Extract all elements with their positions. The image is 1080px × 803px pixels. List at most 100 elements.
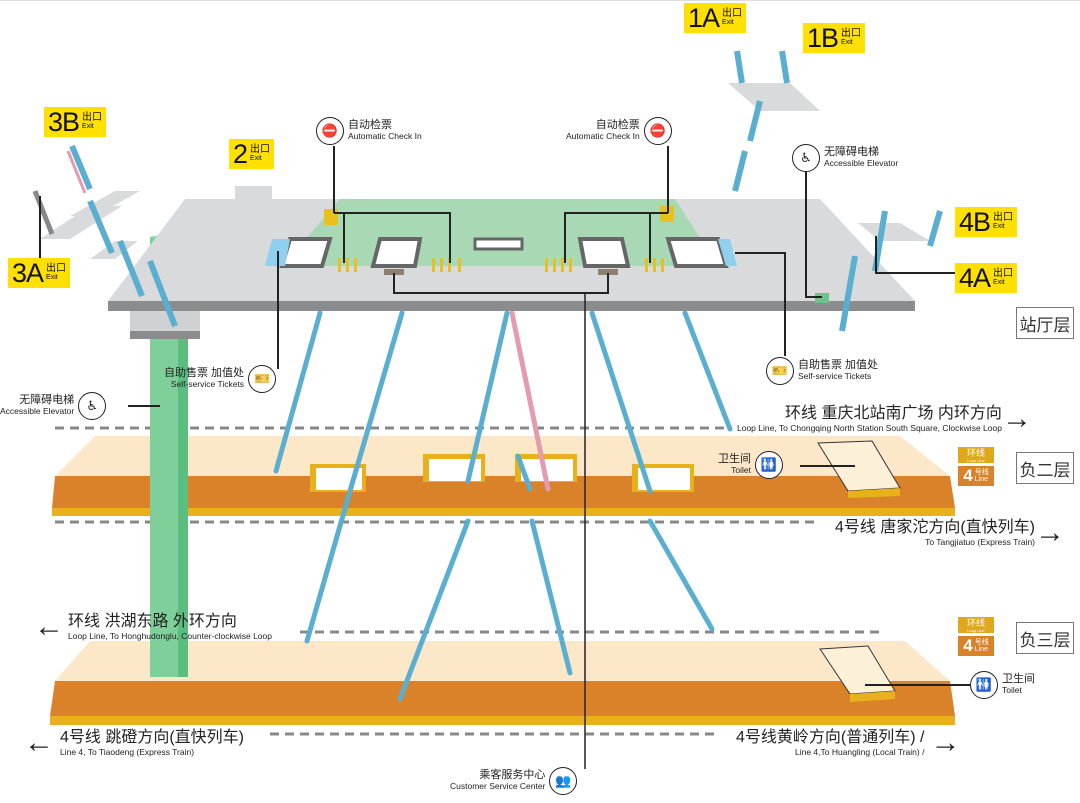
direction-en: Line 4, To Tiaodeng (Express Train) [60,747,195,757]
accessible-elevator-icon: ♿ [792,144,820,172]
direction-zh: 环线 洪湖东路 外环方向 [68,613,237,630]
escalator [397,518,471,702]
exit-1-4-stairs [728,50,943,332]
facility-zh: 无障碍电梯 [19,394,75,406]
direction-b3-line4-tiaodeng[interactable]: ← 4号线 跳磴方向(直快列车)Line 4, To Tiaodeng (Exp… [24,728,244,758]
facility-zh: 无障碍电梯 [824,146,879,158]
facility-en: Accessible Elevator [0,406,75,416]
leader-lines [39,146,972,769]
exit-3-stairs [32,144,178,328]
exit-en: Exit [993,279,1005,286]
escalator [515,453,533,492]
escalator [589,310,653,494]
loop-en: Loop Line [967,458,985,463]
arrow-right-icon: → [930,726,961,759]
concourse-step-edge [130,331,200,339]
escalator [734,50,745,84]
exit-en: Exit [250,155,262,162]
escalator [347,310,405,494]
ticket-gates [324,206,674,272]
escalator [529,518,573,676]
exit-number: 4A [959,263,991,293]
escalators-vertical [273,310,733,702]
exit-en: Exit [841,39,853,46]
platform-b2-top [55,436,950,476]
line4-num: 4 [963,466,973,485]
direction-en: Loop Line, To Honghudonglu, Counter-cloc… [68,631,272,641]
exit-zh: 出口 [993,268,1014,279]
escalator [732,150,748,192]
toilet-icon: 🚻 [755,451,783,479]
toilet-block-b3-edge [850,691,895,702]
direction-b3-line4-huangling[interactable]: 4号线黄岭方向(普通列车) /Line 4,To Huangling (Loca… [736,726,961,759]
landing [40,206,122,239]
floor-label-concourse[interactable]: 站厅层 [1016,307,1074,339]
platform-b2-front [52,476,955,508]
loop-zh: 环线 [966,448,985,458]
floor-label-b2[interactable]: 负二层 [1016,452,1074,484]
floor-label-b3[interactable]: 负三层 [1016,622,1074,654]
direction-en: Line 4,To Huangling (Local Train) / [794,747,925,757]
paid-area [283,199,718,266]
exit-number: 3B [48,107,80,137]
floor-opening-hole [638,468,690,490]
direction-zh: 4号线黄岭方向(普通列车) / [736,729,925,746]
escalator [117,239,145,298]
facility-en: Toilet [1002,685,1022,695]
line4-zh: 号线 [974,639,989,646]
arrow-right-icon: → [1035,516,1066,549]
loop-en: Loop Line [967,628,985,633]
direction-en: Loop Line, To Chongqing North Station So… [737,423,1002,433]
line4-en: Line [974,646,988,653]
escalator [32,190,55,235]
leader-elevator-right [805,171,822,298]
facility-en: Customer Service Center [450,781,546,791]
ticket-machine-icon: 🎫 [766,357,794,385]
platform-b3 [50,641,955,725]
escalator [682,310,733,432]
floor-opening [665,237,729,268]
platform-b3-edge [50,716,955,725]
leader-service [393,273,609,294]
facility-zh: 自助售票 加值处 [164,367,245,379]
exit-en: Exit [82,123,94,130]
exit-number: 1B [807,23,839,53]
landing [858,223,930,241]
facility-zh: 乘客服务中心 [479,769,546,781]
floor-opening [370,237,423,268]
ticket-machine-icon: 🎫 [248,365,277,393]
facility-en: Automatic Check In [348,131,422,141]
escalator [509,310,551,492]
exit-number: 3A [12,258,44,288]
leader-checkin-left-gates [334,212,451,263]
toilet-icon: 🚻 [970,671,998,699]
service-counter [384,269,404,275]
escalator [304,488,353,644]
direction-b2-line4-tangjiatuo[interactable]: 4号线 唐家沱方向(直快列车)To Tangjiatuo (Express Tr… [835,516,1066,549]
leader-tickets-right [735,252,786,356]
landing [90,241,138,259]
escalator [747,100,763,142]
facility-en: Automatic Check In [566,131,640,141]
ramp [718,239,737,266]
